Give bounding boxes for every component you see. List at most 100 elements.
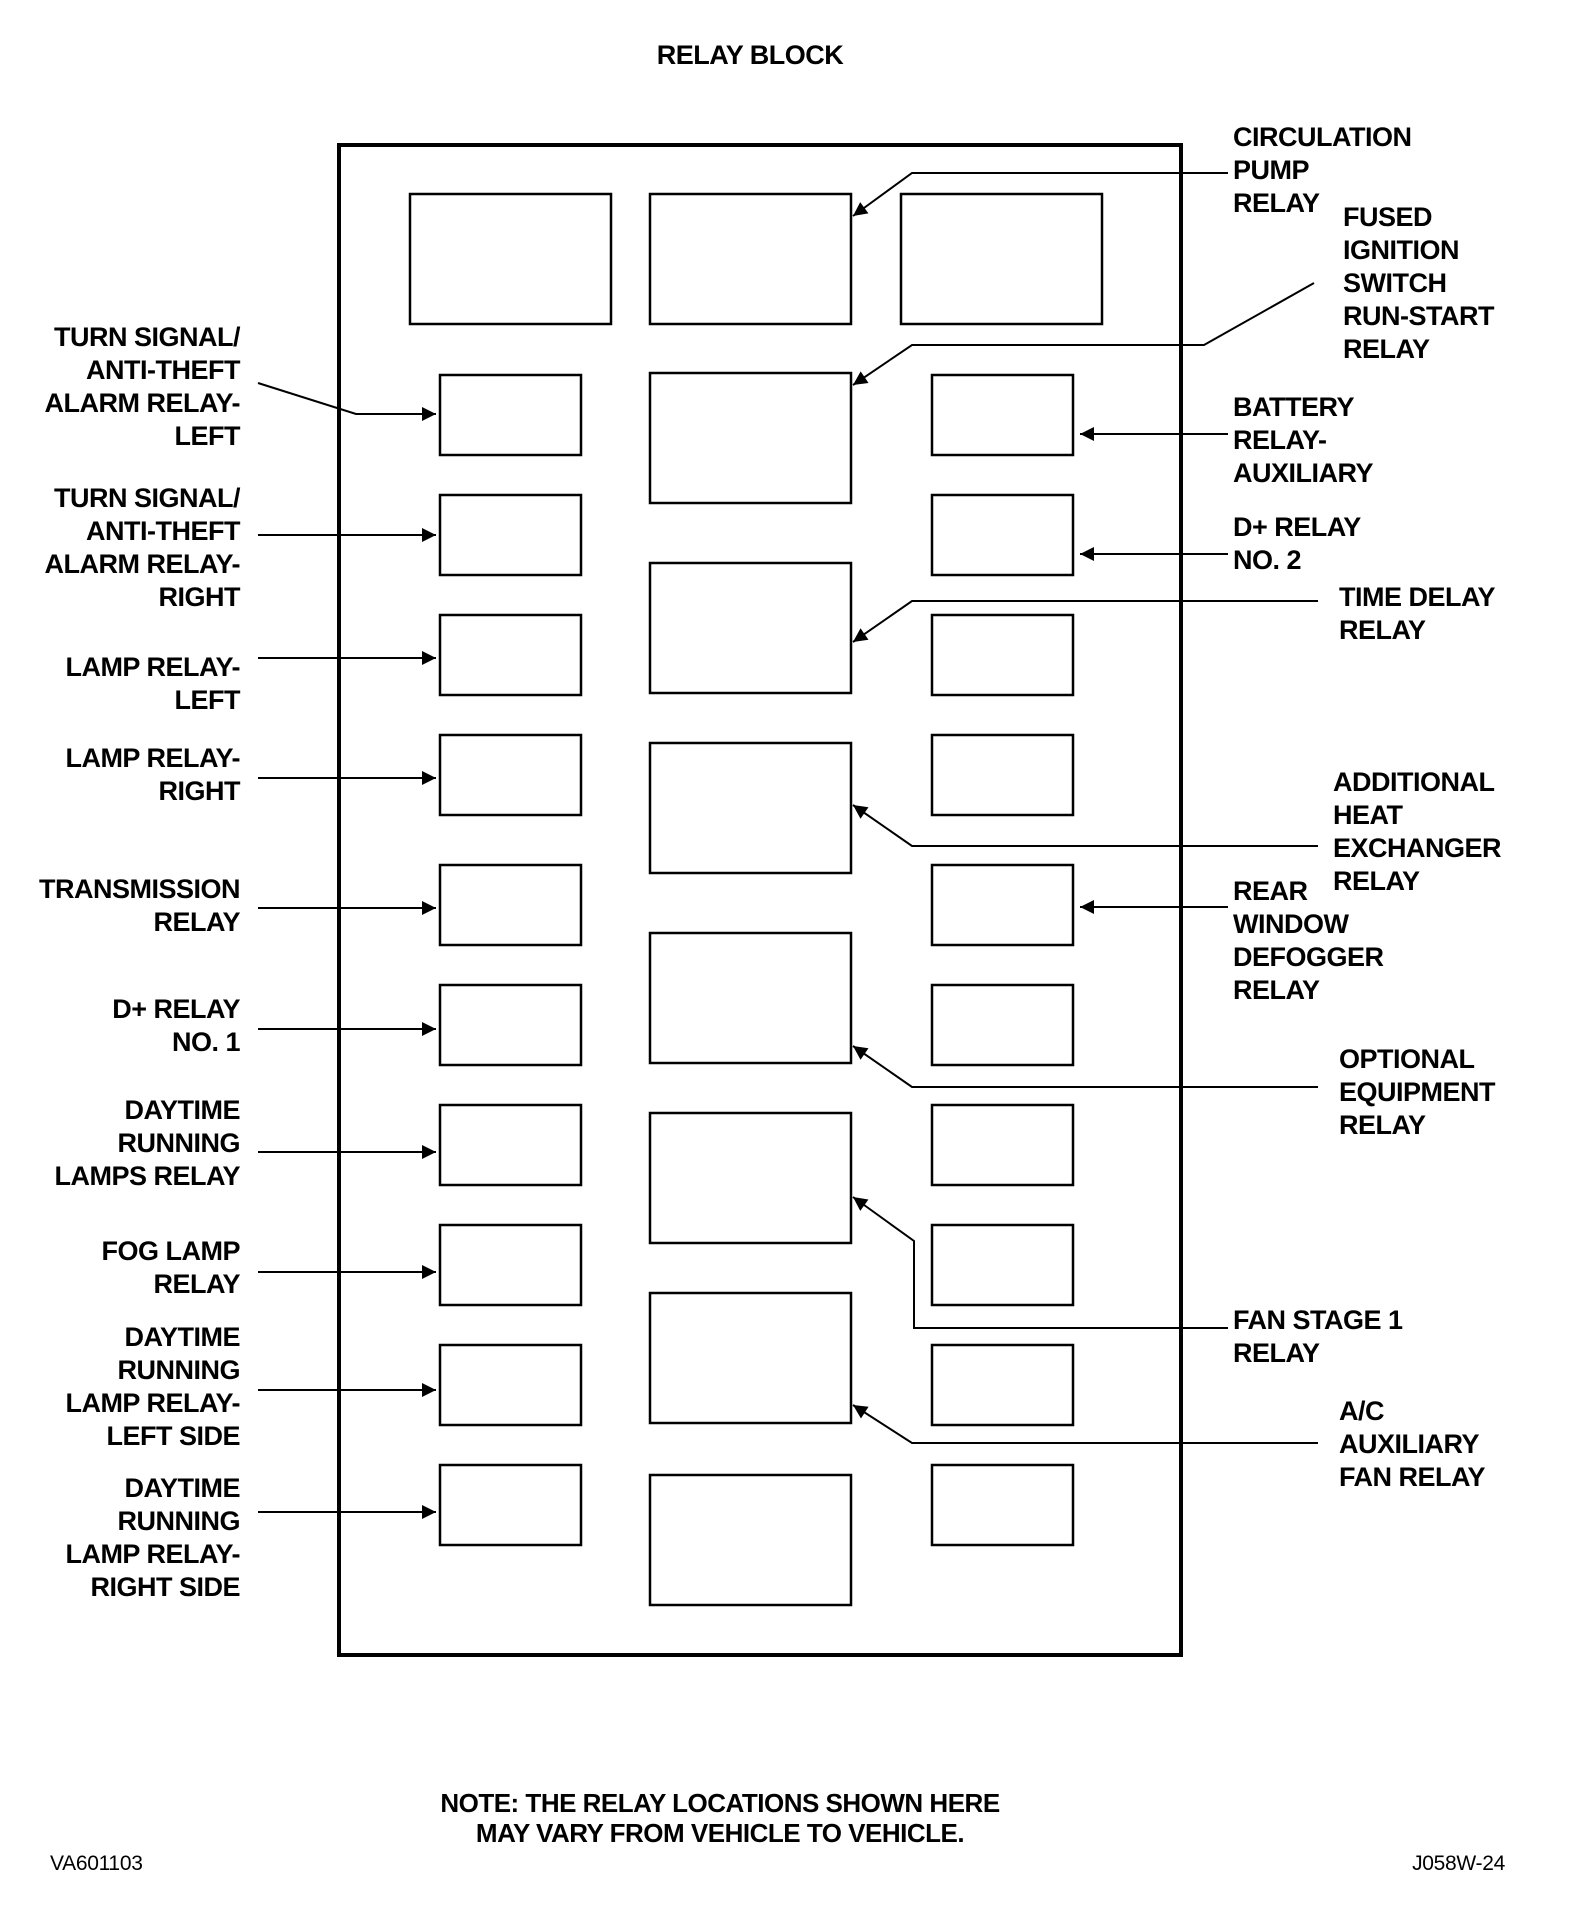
relay-socket-fan-stage-1	[648, 1111, 853, 1245]
relay-socket-drl	[438, 1103, 583, 1187]
label-line: TIME DELAY	[1339, 582, 1496, 612]
leader-fused-ignition	[852, 282, 1315, 386]
leader-ac-aux-fan	[852, 1404, 1318, 1444]
label-line: ADDITIONAL	[1333, 767, 1494, 797]
label-line: NO. 1	[172, 1027, 241, 1057]
leader-fan-stage-1	[852, 1196, 1228, 1329]
relay-socket-fog-lamp	[438, 1223, 583, 1307]
label-line: LAMP RELAY-	[65, 652, 240, 682]
label-line: AUXILIARY	[1339, 1429, 1479, 1459]
label-line: LEFT SIDE	[106, 1421, 240, 1451]
relay-block-outline	[337, 143, 1183, 1657]
leader-additional-heat	[852, 804, 1318, 847]
label-line: A/C	[1339, 1396, 1384, 1426]
label-line: AUXILIARY	[1233, 458, 1373, 488]
relay-socket-d-plus-2	[930, 493, 1075, 577]
relay-socket-rear-window	[930, 863, 1075, 947]
label-line: PUMP	[1233, 155, 1309, 185]
leader-lines	[257, 172, 1318, 1519]
label-line: ALARM RELAY-	[44, 388, 240, 418]
label-line: LEFT	[175, 685, 241, 715]
label-line: RIGHT	[159, 776, 242, 806]
relay-socket	[930, 1103, 1075, 1187]
label-line: RELAY	[153, 1269, 240, 1299]
figure-code-left: VA601103	[50, 1852, 143, 1875]
relay-socket	[930, 983, 1075, 1067]
relay-socket-additional-heat	[648, 741, 853, 875]
leader-circulation-pump	[852, 172, 1228, 217]
label-line: DAYTIME	[124, 1473, 240, 1503]
relay-socket	[408, 192, 613, 326]
label-line: D+ RELAY	[112, 994, 240, 1024]
label-line: DAYTIME	[124, 1322, 240, 1352]
label-line: RELAY	[1339, 1110, 1426, 1140]
label-line: ALARM RELAY-	[44, 549, 240, 579]
relay-socket-transmission	[438, 863, 583, 947]
relay-sockets	[408, 192, 1104, 1607]
label-line: TRANSMISSION	[39, 874, 240, 904]
relay-socket	[930, 613, 1075, 697]
label-line: RELAY	[1233, 975, 1320, 1005]
relay-socket-fused-ignition	[648, 371, 853, 505]
label-line: ANTI-THEFT	[86, 516, 241, 546]
relay-socket-d-plus-1	[438, 983, 583, 1067]
label-line: OPTIONAL	[1339, 1044, 1475, 1074]
relay-socket-lamp-left	[438, 613, 583, 697]
leader-time-delay	[852, 600, 1318, 643]
label-line: HEAT	[1333, 800, 1404, 830]
label-line: LAMPS RELAY	[54, 1161, 240, 1191]
label-line: RUNNING	[118, 1506, 241, 1536]
label-line: RUNNING	[118, 1355, 241, 1385]
relay-socket-battery-aux	[930, 373, 1075, 457]
label-line: TURN SIGNAL/	[54, 483, 241, 513]
relay-socket-optional-equipment	[648, 931, 853, 1065]
leader-optional-equipment	[852, 1045, 1318, 1088]
label-line: RIGHT	[159, 582, 242, 612]
relay-socket-circulation-pump	[648, 192, 853, 326]
relay-socket-turn-signal-right	[438, 493, 583, 577]
label-lamp-left: LAMP RELAY-LEFT	[65, 652, 241, 715]
label-line: EQUIPMENT	[1339, 1077, 1496, 1107]
label-line: DEFOGGER	[1233, 942, 1384, 972]
label-line: SWITCH	[1343, 268, 1446, 298]
relay-socket-drl-right-side	[438, 1463, 583, 1547]
label-line: IGNITION	[1343, 235, 1459, 265]
label-line: WINDOW	[1233, 909, 1349, 939]
label-line: LAMP RELAY-	[65, 1388, 240, 1418]
relay-socket-ac-aux-fan	[648, 1291, 853, 1425]
label-line: REAR	[1233, 876, 1308, 906]
label-line: FAN STAGE 1	[1233, 1305, 1403, 1335]
note-line-1: NOTE: THE RELAY LOCATIONS SHOWN HERE	[440, 1788, 999, 1818]
label-line: NO. 2	[1233, 545, 1301, 575]
label-line: RELAY	[153, 907, 240, 937]
relay-socket	[930, 1343, 1075, 1427]
label-line: ANTI-THEFT	[86, 355, 241, 385]
relay-socket-turn-signal-left	[438, 373, 583, 457]
figure-code-right: J058W-24	[1412, 1852, 1506, 1875]
label-line: RUNNING	[118, 1128, 241, 1158]
relay-socket	[899, 192, 1104, 326]
label-line: FAN RELAY	[1339, 1462, 1486, 1492]
label-line: LAMP RELAY-	[65, 1539, 240, 1569]
relay-socket	[930, 1463, 1075, 1547]
relay-socket	[930, 1223, 1075, 1307]
label-line: TURN SIGNAL/	[54, 322, 241, 352]
label-line: RELAY	[1233, 1338, 1320, 1368]
label-line: D+ RELAY	[1233, 512, 1361, 542]
